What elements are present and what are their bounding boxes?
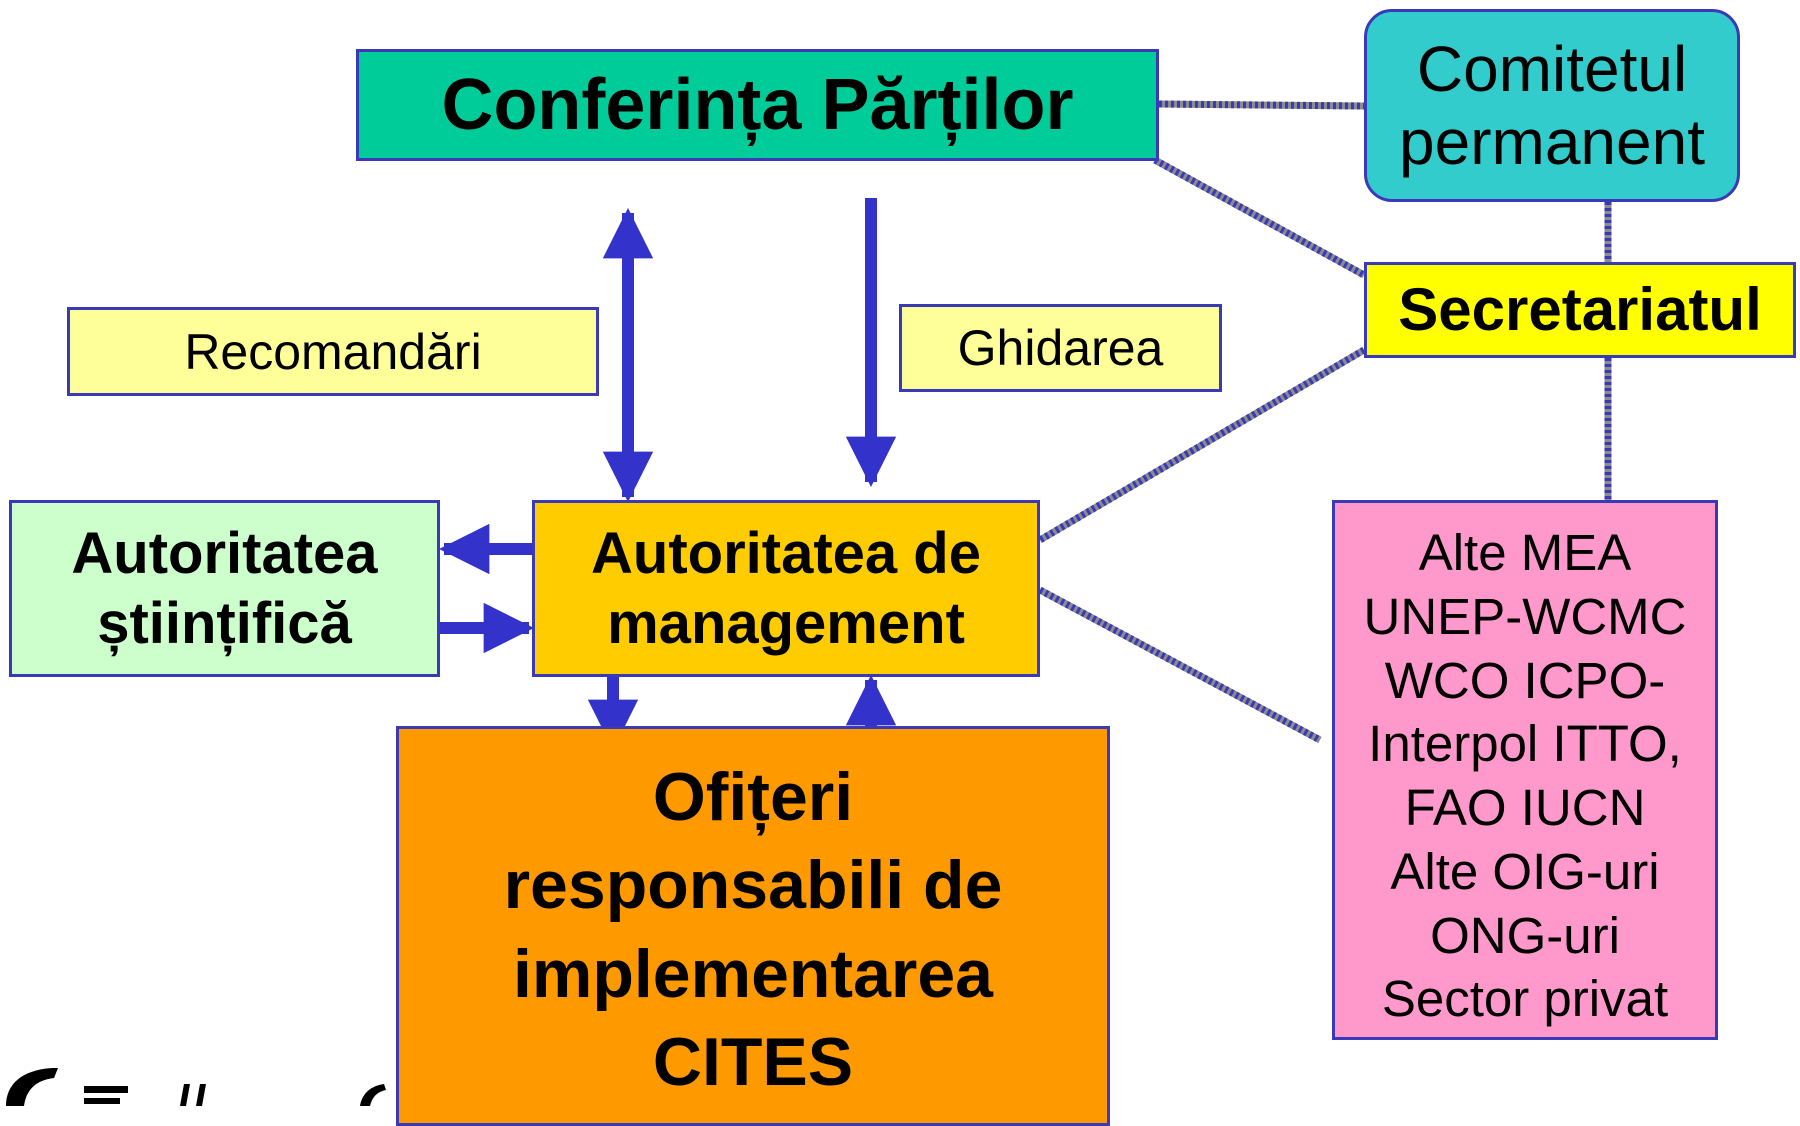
other-bodies-item: Alte OIG-uri xyxy=(1390,842,1660,900)
secretariat-label: Secretariatul xyxy=(1398,276,1762,343)
recommendations-label: Recomandări xyxy=(184,323,482,380)
other-bodies-item: Alte MEA xyxy=(1418,524,1632,581)
recommendations-label-box: Recomandări xyxy=(67,307,599,396)
other-bodies-item: UNEP-WCMC xyxy=(1363,587,1687,645)
guidance-label: Ghidarea xyxy=(957,320,1164,376)
dotted-link-conference-secretariat xyxy=(1153,156,1366,279)
management-authority-label-line: management xyxy=(607,590,965,656)
implementation-officers-label-line: responsabili de xyxy=(503,847,1003,924)
implementation-officers-node: Ofițeri responsabili de implementarea CI… xyxy=(396,726,1110,1126)
scientific-authority-label-line: științifică xyxy=(97,590,352,656)
management-authority-node: Autoritatea de management xyxy=(532,500,1040,677)
dotted-link-conference-standing xyxy=(1158,100,1365,110)
implementation-officers-label-line: Ofițeri xyxy=(652,759,854,835)
scientific-authority-label-line: Autoritatea xyxy=(71,520,378,586)
other-bodies-item: Interpol ITTO, xyxy=(1368,715,1682,773)
secretariat-node: Secretariatul xyxy=(1364,262,1796,358)
dotted-link-secretariat-management xyxy=(1038,346,1366,544)
dotted-link-management-others xyxy=(1038,586,1322,744)
other-bodies-node: Alte MEA UNEP-WCMC WCO ICPO- Interpol IT… xyxy=(1332,500,1718,1040)
other-bodies-item: Sector privat xyxy=(1381,970,1669,1028)
other-bodies-item: FAO IUCN xyxy=(1404,779,1646,836)
standing-committee-node: Comitetul permanent xyxy=(1364,9,1740,202)
conference-of-parties-node: Conferința Părților xyxy=(356,49,1159,161)
standing-committee-label-line: Comitetul xyxy=(1416,32,1688,105)
standing-committee-label-line: permanent xyxy=(1399,105,1705,178)
other-bodies-item: WCO ICPO- xyxy=(1384,651,1666,709)
scientific-authority-node: Autoritatea științifică xyxy=(9,500,440,677)
cites-logo-mark xyxy=(6,1068,386,1106)
management-authority-label-line: Autoritatea de xyxy=(591,520,981,586)
other-bodies-item: ONG-uri xyxy=(1430,906,1620,964)
guidance-label-box: Ghidarea xyxy=(899,304,1222,392)
conference-of-parties-label: Conferința Părților xyxy=(441,65,1074,145)
implementation-officers-label-line: implementarea xyxy=(513,935,993,1012)
implementation-officers-label-line: CITES xyxy=(652,1024,854,1101)
